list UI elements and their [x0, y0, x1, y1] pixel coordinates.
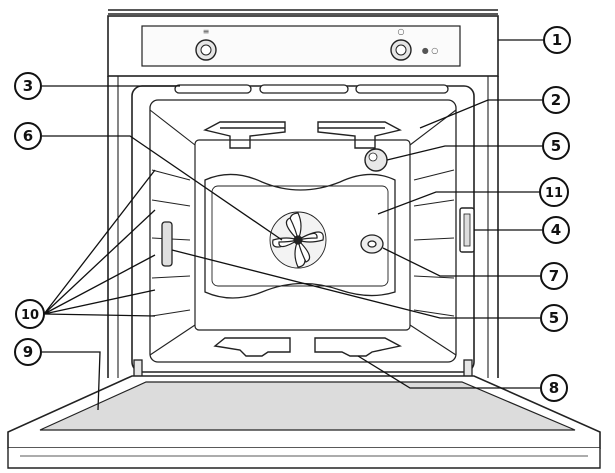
callout-1-label: 1 — [552, 31, 562, 49]
callout-4-label: 4 — [551, 221, 561, 239]
callout-10: 10 — [15, 299, 45, 329]
top-trim — [108, 9, 498, 15]
vent-slots — [174, 84, 449, 94]
callout-6: 6 — [14, 122, 42, 150]
oven-body — [107, 9, 499, 378]
leader-6 — [42, 135, 283, 241]
cabinet-inner-sides — [117, 76, 489, 378]
bottom-heating-element — [213, 337, 403, 357]
callout-5-bottom-label: 5 — [549, 309, 559, 327]
callout-6-label: 6 — [23, 127, 33, 145]
door-glass — [39, 381, 576, 431]
left-knob-center — [200, 44, 212, 56]
callout-7-label: 7 — [549, 267, 559, 285]
callout-5-top-label: 5 — [551, 137, 561, 155]
right-knob-mark: ○ — [398, 27, 405, 36]
leader-9 — [42, 351, 101, 411]
oven-lamp — [364, 148, 388, 172]
callout-9-label: 9 — [23, 343, 33, 361]
side-panel-slot — [463, 213, 471, 247]
top-grill-element — [203, 121, 402, 149]
leader-8 — [357, 355, 540, 389]
callout-3: 3 — [14, 72, 42, 100]
right-knob-center — [395, 44, 407, 56]
leader-7 — [382, 247, 540, 277]
callout-5-top: 5 — [542, 132, 570, 160]
convection-fan — [269, 211, 327, 269]
callout-7: 7 — [540, 262, 568, 290]
probe-socket — [360, 234, 384, 254]
side-lamp — [161, 221, 173, 267]
callout-8: 8 — [540, 374, 568, 402]
cavity-perspective — [149, 109, 457, 356]
oven-door — [7, 375, 601, 469]
callout-2-label: 2 — [551, 91, 561, 109]
callout-2: 2 — [542, 86, 570, 114]
indicator-lights: ● ○ — [422, 46, 439, 55]
callout-11: 11 — [539, 177, 569, 207]
cavity-inner — [149, 99, 457, 363]
callout-10-label: 10 — [21, 308, 39, 323]
leader-5b — [171, 249, 540, 319]
fan-cover-inset — [211, 185, 389, 287]
leader-2 — [419, 99, 542, 129]
leader-5a — [386, 145, 542, 161]
callout-4: 4 — [542, 216, 570, 244]
callout-8-label: 8 — [549, 379, 559, 397]
callout-1: 1 — [543, 26, 571, 54]
cabinet-sides — [107, 76, 499, 378]
callout-11-label: 11 — [545, 186, 563, 201]
leader-lines — [42, 39, 544, 411]
callout-5-bottom: 5 — [540, 304, 568, 332]
left-knob-mark: ≡ — [203, 27, 210, 36]
leader-11 — [377, 191, 540, 215]
back-wall — [194, 139, 411, 331]
callout-3-label: 3 — [23, 77, 33, 95]
leader-10 — [43, 169, 156, 317]
door-edge — [7, 448, 601, 469]
control-knobs — [195, 39, 412, 61]
callout-9: 9 — [14, 338, 42, 366]
panel-inset — [141, 25, 461, 67]
